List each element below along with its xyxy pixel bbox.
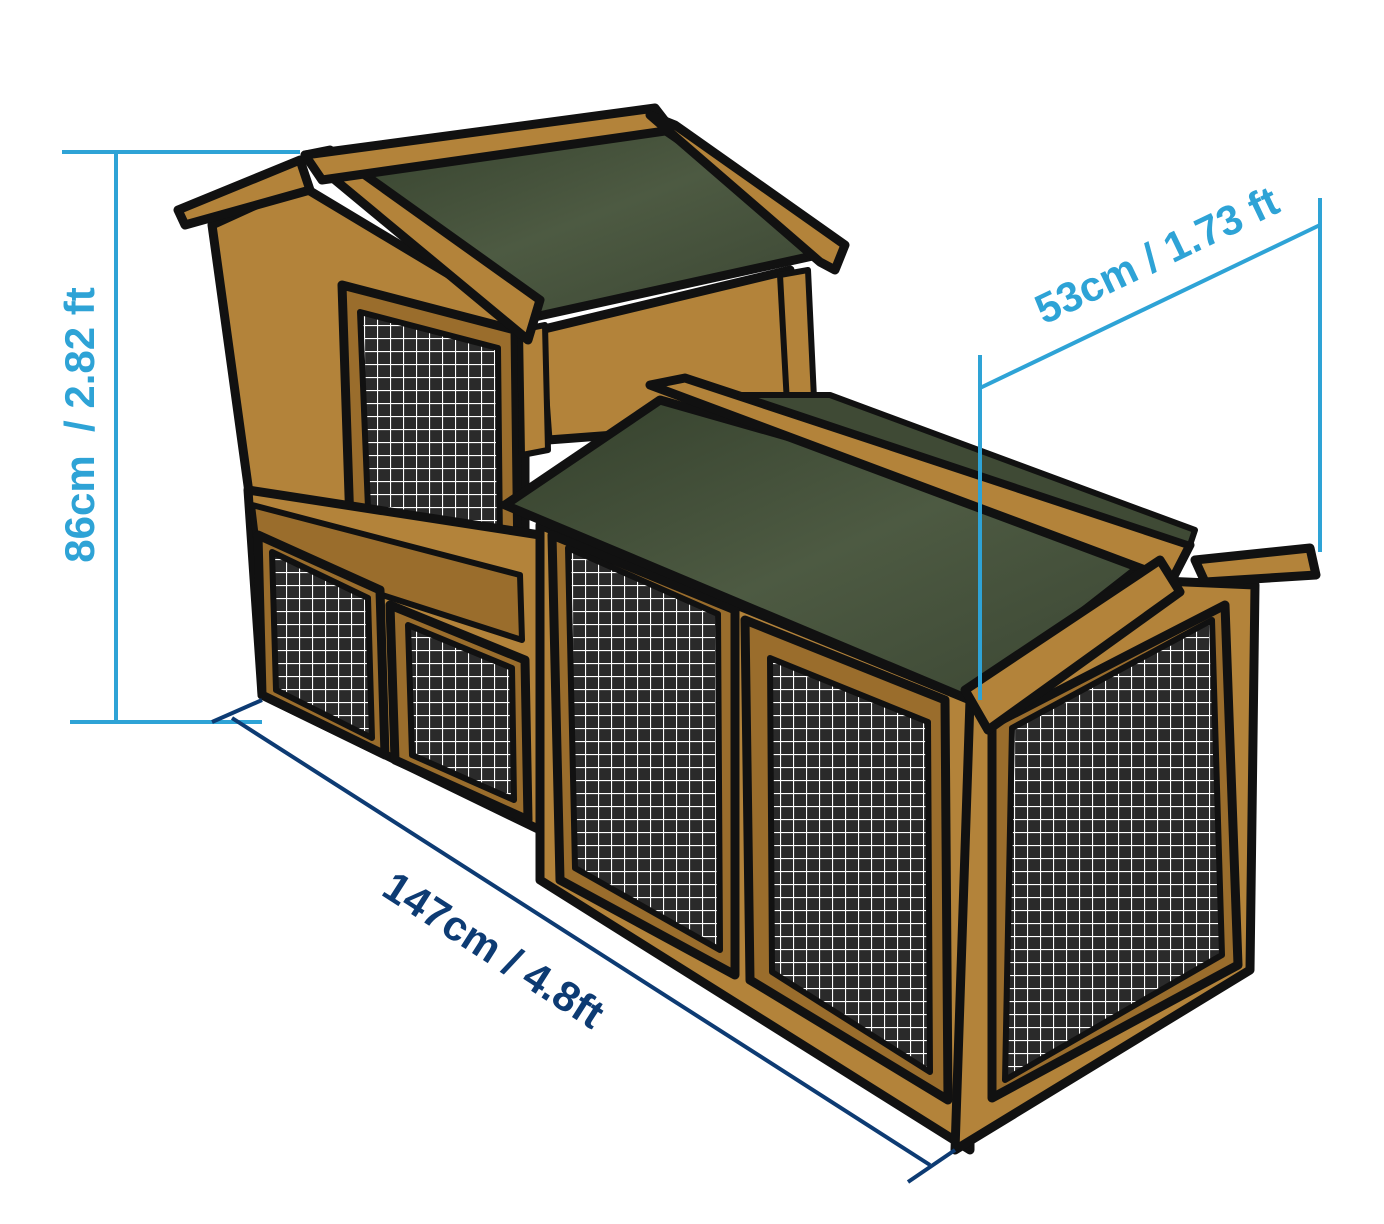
run-roof-barge-front [960,555,1185,735]
lower-left-base [243,485,545,835]
length-line-left-tick [211,698,263,724]
height-dimension: 86cm / 2.82 ft [56,150,300,724]
upper-roof-eave [645,110,850,275]
upper-roof [173,103,850,345]
run-mesh-panel-2 [767,655,933,1075]
length-line-diagonal [230,716,932,1167]
run-section [535,520,1260,1155]
run-end-mesh-panel [1002,617,1225,1083]
depth-label: 53cm / 1.73 ft [1028,177,1286,333]
upper-roof-barge-left [173,155,315,230]
run-roof-barge-end [1190,543,1321,587]
run-roof-back-strip [737,392,1198,548]
upper-post [517,322,551,458]
run-mesh-panel-1 [565,545,723,953]
length-line-right-tick [906,1148,957,1184]
base-mesh-panel-2 [405,622,517,803]
height-label: 86cm / 2.82 ft [56,287,103,562]
run-roof [500,373,1321,735]
depth-line-diagonal [979,223,1321,390]
base-mesh-panel-1 [269,549,375,741]
